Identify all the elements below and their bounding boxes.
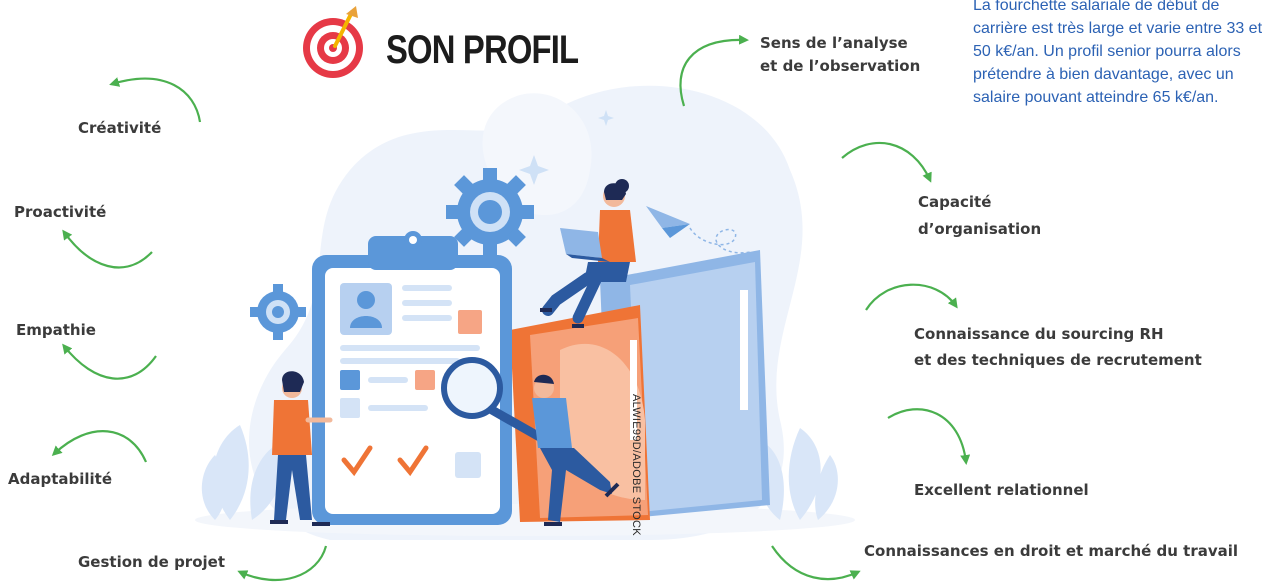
skill-adaptabilite: Adaptabilité	[8, 470, 113, 488]
image-credit: ALWIE99D/ADOBE STOCK	[630, 394, 642, 536]
arrow-droit	[771, 545, 861, 581]
skill-analyse-line2: et de l’observation	[760, 57, 921, 75]
sparkle-icon	[519, 110, 614, 185]
skill-sourcing-line2: et des techniques de recrutement	[914, 351, 1202, 369]
skill-droit-travail: Connaissances en droit et marché du trav…	[864, 542, 1239, 560]
arrow-analyse	[679, 34, 749, 107]
arrow-adaptabilite	[51, 430, 148, 463]
target-icon	[303, 6, 363, 78]
skill-empathie: Empathie	[16, 321, 96, 339]
woman-with-laptop	[540, 179, 636, 328]
paper-plane-icon	[646, 206, 751, 254]
arrow-gestion	[237, 545, 328, 582]
small-gear-icon	[250, 284, 306, 340]
skill-organisation-line1: Capacité	[918, 193, 992, 211]
gear-icon	[446, 168, 534, 256]
skill-proactivite: Proactivité	[14, 203, 107, 221]
skill-gestion-projet: Gestion de projet	[78, 553, 225, 571]
arrow-relationnel	[887, 408, 971, 465]
skill-relationnel: Excellent relationnel	[914, 481, 1089, 499]
man-with-magnifier	[532, 374, 620, 526]
skill-organisation-line2: d’organisation	[918, 220, 1042, 238]
skill-analyse-line1: Sens de l’analyse	[760, 34, 908, 52]
woman-standing	[270, 371, 333, 526]
arrow-group	[51, 34, 971, 582]
page-title: SON PROFIL	[386, 28, 579, 72]
skill-sourcing-line1: Connaissance du sourcing RH	[914, 325, 1164, 343]
arrow-empathie	[62, 343, 157, 380]
leaf-left	[201, 425, 286, 520]
clipboard	[312, 231, 512, 525]
skill-creativite: Créativité	[78, 119, 162, 137]
arrow-creativite	[109, 77, 202, 123]
arrow-proactivite	[62, 229, 153, 269]
salary-text: La fourchette salariale de début de carr…	[973, 0, 1263, 106]
leaf-right	[756, 428, 838, 520]
arrow-organisation	[841, 141, 932, 183]
arrow-sourcing	[865, 283, 958, 311]
orange-folder	[510, 305, 650, 522]
